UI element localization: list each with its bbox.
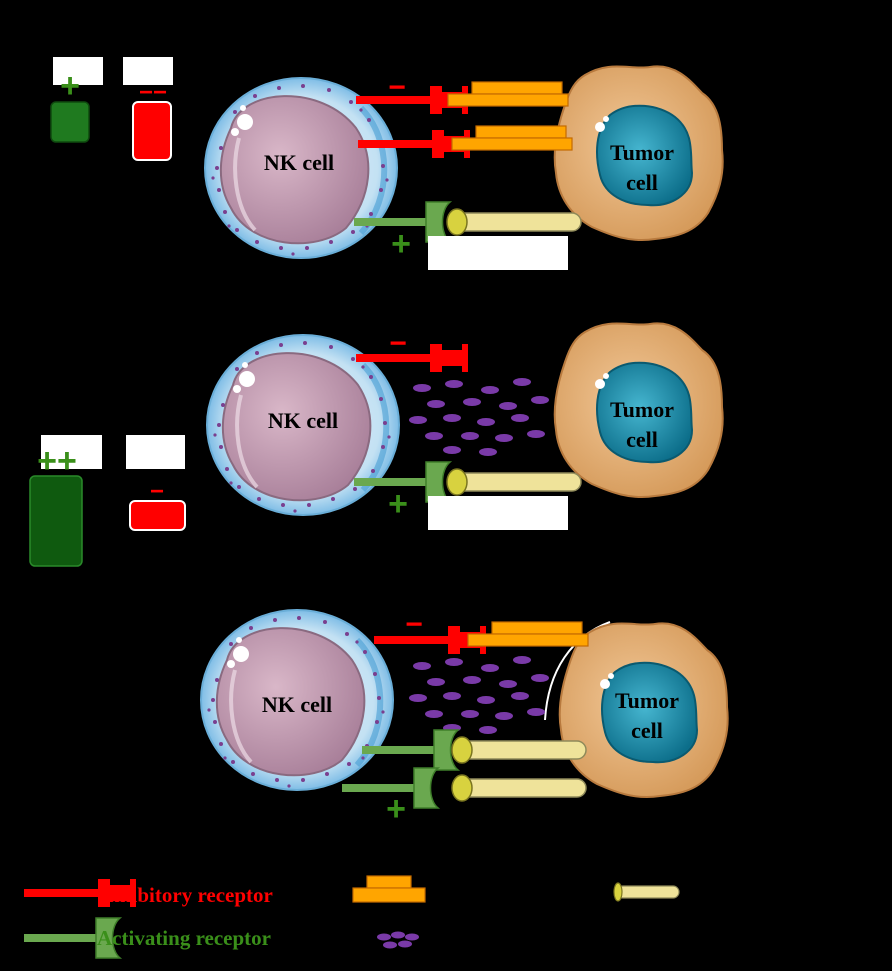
white-box (123, 57, 173, 85)
mhc-ligand (447, 81, 569, 107)
white-box (428, 496, 568, 530)
activating-ligand (451, 736, 587, 764)
nk-cell-label: NK cell (262, 692, 332, 717)
mhc-ligand (467, 621, 589, 647)
tumor-cell-label-line2: cell (631, 718, 663, 743)
double-plus-sign: ++ (37, 442, 77, 480)
plus-sign: + (60, 67, 80, 105)
nk-cell-label: NK cell (264, 150, 334, 175)
activation-bar (29, 475, 83, 567)
nk-cell-label: NK cell (268, 408, 338, 433)
legend-activating-ligand-icon (613, 882, 680, 902)
legend: Inhibitory receptor Activating receptor (23, 875, 680, 959)
tumor-cell-label-line1: Tumor (610, 397, 674, 422)
cytokine-cluster (409, 656, 549, 734)
legend-activating-label: Activating receptor (97, 926, 271, 950)
tumor-cell-label-line1: Tumor (610, 140, 674, 165)
activating-ligand (446, 468, 582, 496)
panel-2: ++ − NK cell Tumor cell − + (29, 322, 724, 567)
plus-sign: + (386, 790, 406, 828)
tumor-cell-label-line1: Tumor (615, 688, 679, 713)
activating-ligand (451, 774, 587, 802)
plus-sign: + (391, 225, 411, 263)
panel-1: + −− NK cell Tumor cell − + (50, 57, 724, 270)
activation-bar (50, 101, 90, 143)
plus-sign: + (388, 485, 408, 523)
minus-sign: − (150, 478, 164, 505)
white-box (428, 236, 568, 270)
tumor-cell-label-line2: cell (626, 170, 658, 195)
legend-inhibitory-label: Inhibitory receptor (100, 883, 273, 907)
minus-sign: − (388, 71, 406, 104)
minus-sign: − (389, 327, 407, 360)
legend-cytokine-icon (377, 931, 419, 949)
inhibition-bar (132, 101, 172, 161)
mhc-ligand (451, 125, 573, 151)
panel-3: NK cell Tumor cell − + (201, 608, 729, 828)
inhibition-bar (129, 500, 186, 531)
minus-sign: − (405, 608, 423, 641)
white-box (41, 435, 102, 469)
cytokine-cluster (409, 378, 549, 456)
tumor-cell-label-line2: cell (626, 427, 658, 452)
activating-ligand (446, 208, 582, 236)
white-box (53, 57, 103, 85)
legend-mhc-ligand-icon (352, 875, 426, 903)
white-box (126, 435, 185, 469)
